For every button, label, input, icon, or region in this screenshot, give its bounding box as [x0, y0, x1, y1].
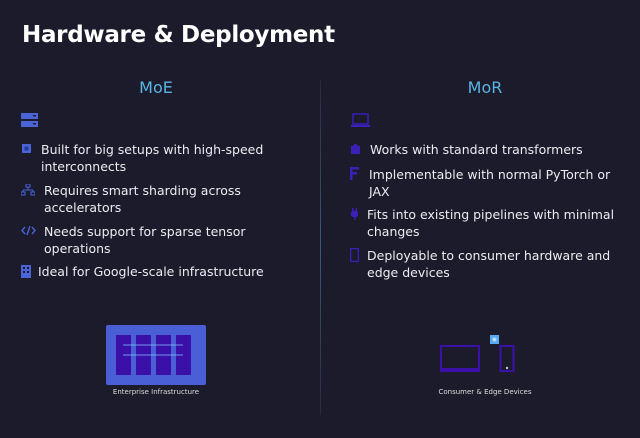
moe-item: Needs support for sparse tensor operatio…: [44, 224, 246, 256]
mobile-icon: [350, 248, 359, 262]
moe-item: Built for big setups with high-speed int…: [41, 142, 264, 174]
building-icon: [21, 265, 31, 278]
puzzle-icon: [351, 144, 360, 154]
consumer-caption: Consumer & Edge Devices: [438, 388, 532, 396]
enterprise-infrastructure-icon: [106, 325, 206, 385]
mor-item: Fits into existing pipelines with minima…: [367, 207, 615, 239]
network-icon: [21, 184, 35, 196]
enterprise-caption: Enterprise Infrastructure: [112, 388, 200, 396]
mor-item: Works with standard transformers: [370, 142, 583, 157]
consumer-devices-icon: [440, 335, 515, 372]
column-divider: [320, 80, 321, 415]
code-branch-icon: [350, 167, 359, 180]
server-icon: [21, 113, 38, 127]
mor-heading: MoR: [467, 78, 503, 97]
moe-heading: MoE: [139, 78, 173, 97]
chip-icon: [22, 144, 31, 153]
moe-item: Ideal for Google-scale infrastructure: [38, 264, 264, 279]
plug-icon: [351, 208, 358, 220]
mor-item: Deployable to consumer hardware and edge…: [367, 248, 611, 280]
moe-item: Requires smart sharding across accelerat…: [44, 183, 241, 215]
page-title: Hardware & Deployment: [22, 22, 335, 48]
laptop-icon: [351, 113, 370, 127]
code-icon: [21, 225, 36, 236]
mor-item: Implementable with normal PyTorch or JAX: [369, 167, 611, 199]
